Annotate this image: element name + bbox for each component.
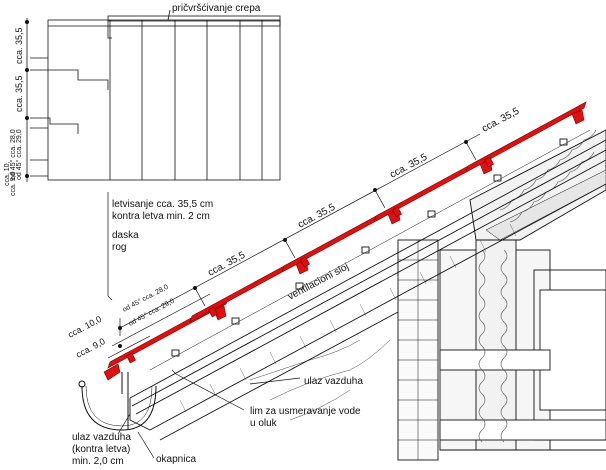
wall-section: [397, 129, 606, 461]
plan-dim-5: od 45° cca. 29,0: [15, 129, 23, 180]
roof-tile-hook: [571, 109, 585, 125]
roof-tiles: [103, 101, 587, 381]
gutter: [78, 372, 157, 431]
plan-dim-3: cca. 10,: [4, 161, 11, 186]
slope-dim-2: cca. 35,5: [296, 202, 337, 231]
roof-structure: [129, 129, 606, 441]
slope-dim-4: cca. 35,5: [480, 106, 521, 135]
leader-lines: [117, 369, 301, 459]
slope-dimension-lines: [107, 133, 481, 359]
plan-dim-4: od 45° cca. 28,0: [9, 129, 17, 180]
counter-batten-label: kontra letva min. 2 cm: [112, 211, 210, 222]
roof-tile-hook: [213, 305, 227, 321]
ventilation-label: ventilacioni sloj: [286, 261, 351, 302]
eave-dim-a: cca. 10,0: [66, 314, 103, 340]
air-intake-batten-1: ulaz vazduha: [72, 432, 131, 443]
drip-edge-label: okapnica: [156, 454, 196, 465]
batten-spacing-label: letvisanje cca. 35,5 cm: [112, 199, 213, 210]
slope-dim-3: cca. 35,5: [388, 152, 429, 181]
air-intake-batten-3: min. 2,0 cm: [72, 456, 124, 467]
roof-tile-lip: [208, 306, 218, 318]
roof-tile-lip: [300, 256, 310, 268]
roof-tile-lip: [392, 206, 402, 218]
plan-tile-columns: [109, 20, 263, 180]
plan-dim-6: cca. 9,0: [10, 171, 17, 196]
slope-dim-1: cca. 35,5: [206, 250, 247, 279]
eave-dim-b: cca. 9,0: [74, 336, 107, 360]
plan-dim-2: cca. 35,5: [14, 75, 24, 112]
roof-tile-lip: [126, 352, 136, 364]
roof-tile: [465, 101, 587, 173]
plan-view: [24, 9, 281, 182]
deflector-label-2: u oluk: [250, 418, 278, 429]
tile-fixing-label: pričvršćivanje crepa: [172, 3, 261, 14]
plan-step-rows: [30, 25, 112, 177]
air-intake-batten-2: (kontra letva): [72, 444, 130, 455]
deflector-label-1: lim za usmeravanje vode: [250, 406, 361, 417]
eave-tile-end: [103, 363, 121, 381]
rafter-label: rog: [112, 242, 126, 253]
air-intake-label: ulaz vazduha: [304, 376, 363, 387]
plan-dim-1: cca. 35,5: [14, 27, 24, 64]
board-label: daska: [112, 230, 139, 241]
roof-tile-lip: [484, 156, 494, 168]
